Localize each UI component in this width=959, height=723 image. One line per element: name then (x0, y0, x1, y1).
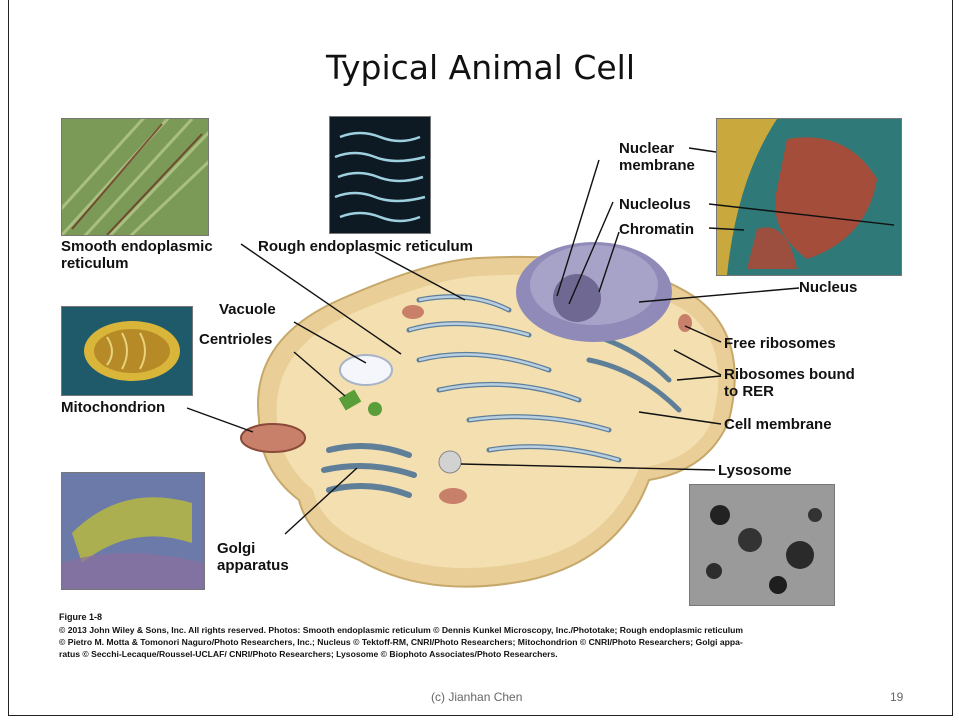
label-centrioles: Centrioles (199, 331, 272, 348)
label-golgi-line1: Golgi (217, 540, 289, 557)
label-cell-membrane: Cell membrane (724, 416, 832, 433)
label-vacuole: Vacuole (219, 301, 276, 318)
lysosome-shape (439, 451, 461, 473)
label-nucleus: Nucleus (799, 279, 857, 296)
label-smooth-er: Smooth endoplasmic reticulum (61, 238, 213, 272)
figure-credit: © 2013 John Wiley & Sons, Inc. All right… (59, 624, 939, 660)
label-ribosomes-rer: Ribosomes bound to RER (724, 366, 855, 400)
label-golgi: Golgi apparatus (217, 540, 289, 574)
label-smooth-er-line2: reticulum (61, 255, 213, 272)
label-ribosomes-rer-line2: to RER (724, 383, 855, 400)
label-free-ribosomes: Free ribosomes (724, 335, 836, 352)
label-ribosomes-rer-line1: Ribosomes bound (724, 366, 855, 383)
label-rough-er: Rough endoplasmic reticulum (258, 238, 473, 255)
label-chromatin: Chromatin (619, 221, 694, 238)
label-lysosome: Lysosome (718, 462, 792, 479)
label-nucleolus: Nucleolus (619, 196, 691, 213)
nucleus-shape (516, 242, 672, 342)
footer-author: (c) Jianhan Chen (431, 690, 522, 704)
cell-diagram (9, 0, 952, 715)
label-nuclear-membrane-line1: Nuclear (619, 140, 695, 157)
mitochondrion-shape (241, 424, 305, 452)
page-number: 19 (890, 690, 903, 704)
label-golgi-line2: apparatus (217, 557, 289, 574)
vacuole-shape (340, 355, 392, 385)
figure-number: Figure 1-8 (59, 612, 102, 622)
slide: Typical Animal Cell (8, 0, 953, 716)
label-nuclear-membrane: Nuclear membrane (619, 140, 695, 174)
label-smooth-er-line1: Smooth endoplasmic (61, 238, 213, 255)
label-mitochondrion: Mitochondrion (61, 399, 165, 416)
label-nuclear-membrane-line2: membrane (619, 157, 695, 174)
